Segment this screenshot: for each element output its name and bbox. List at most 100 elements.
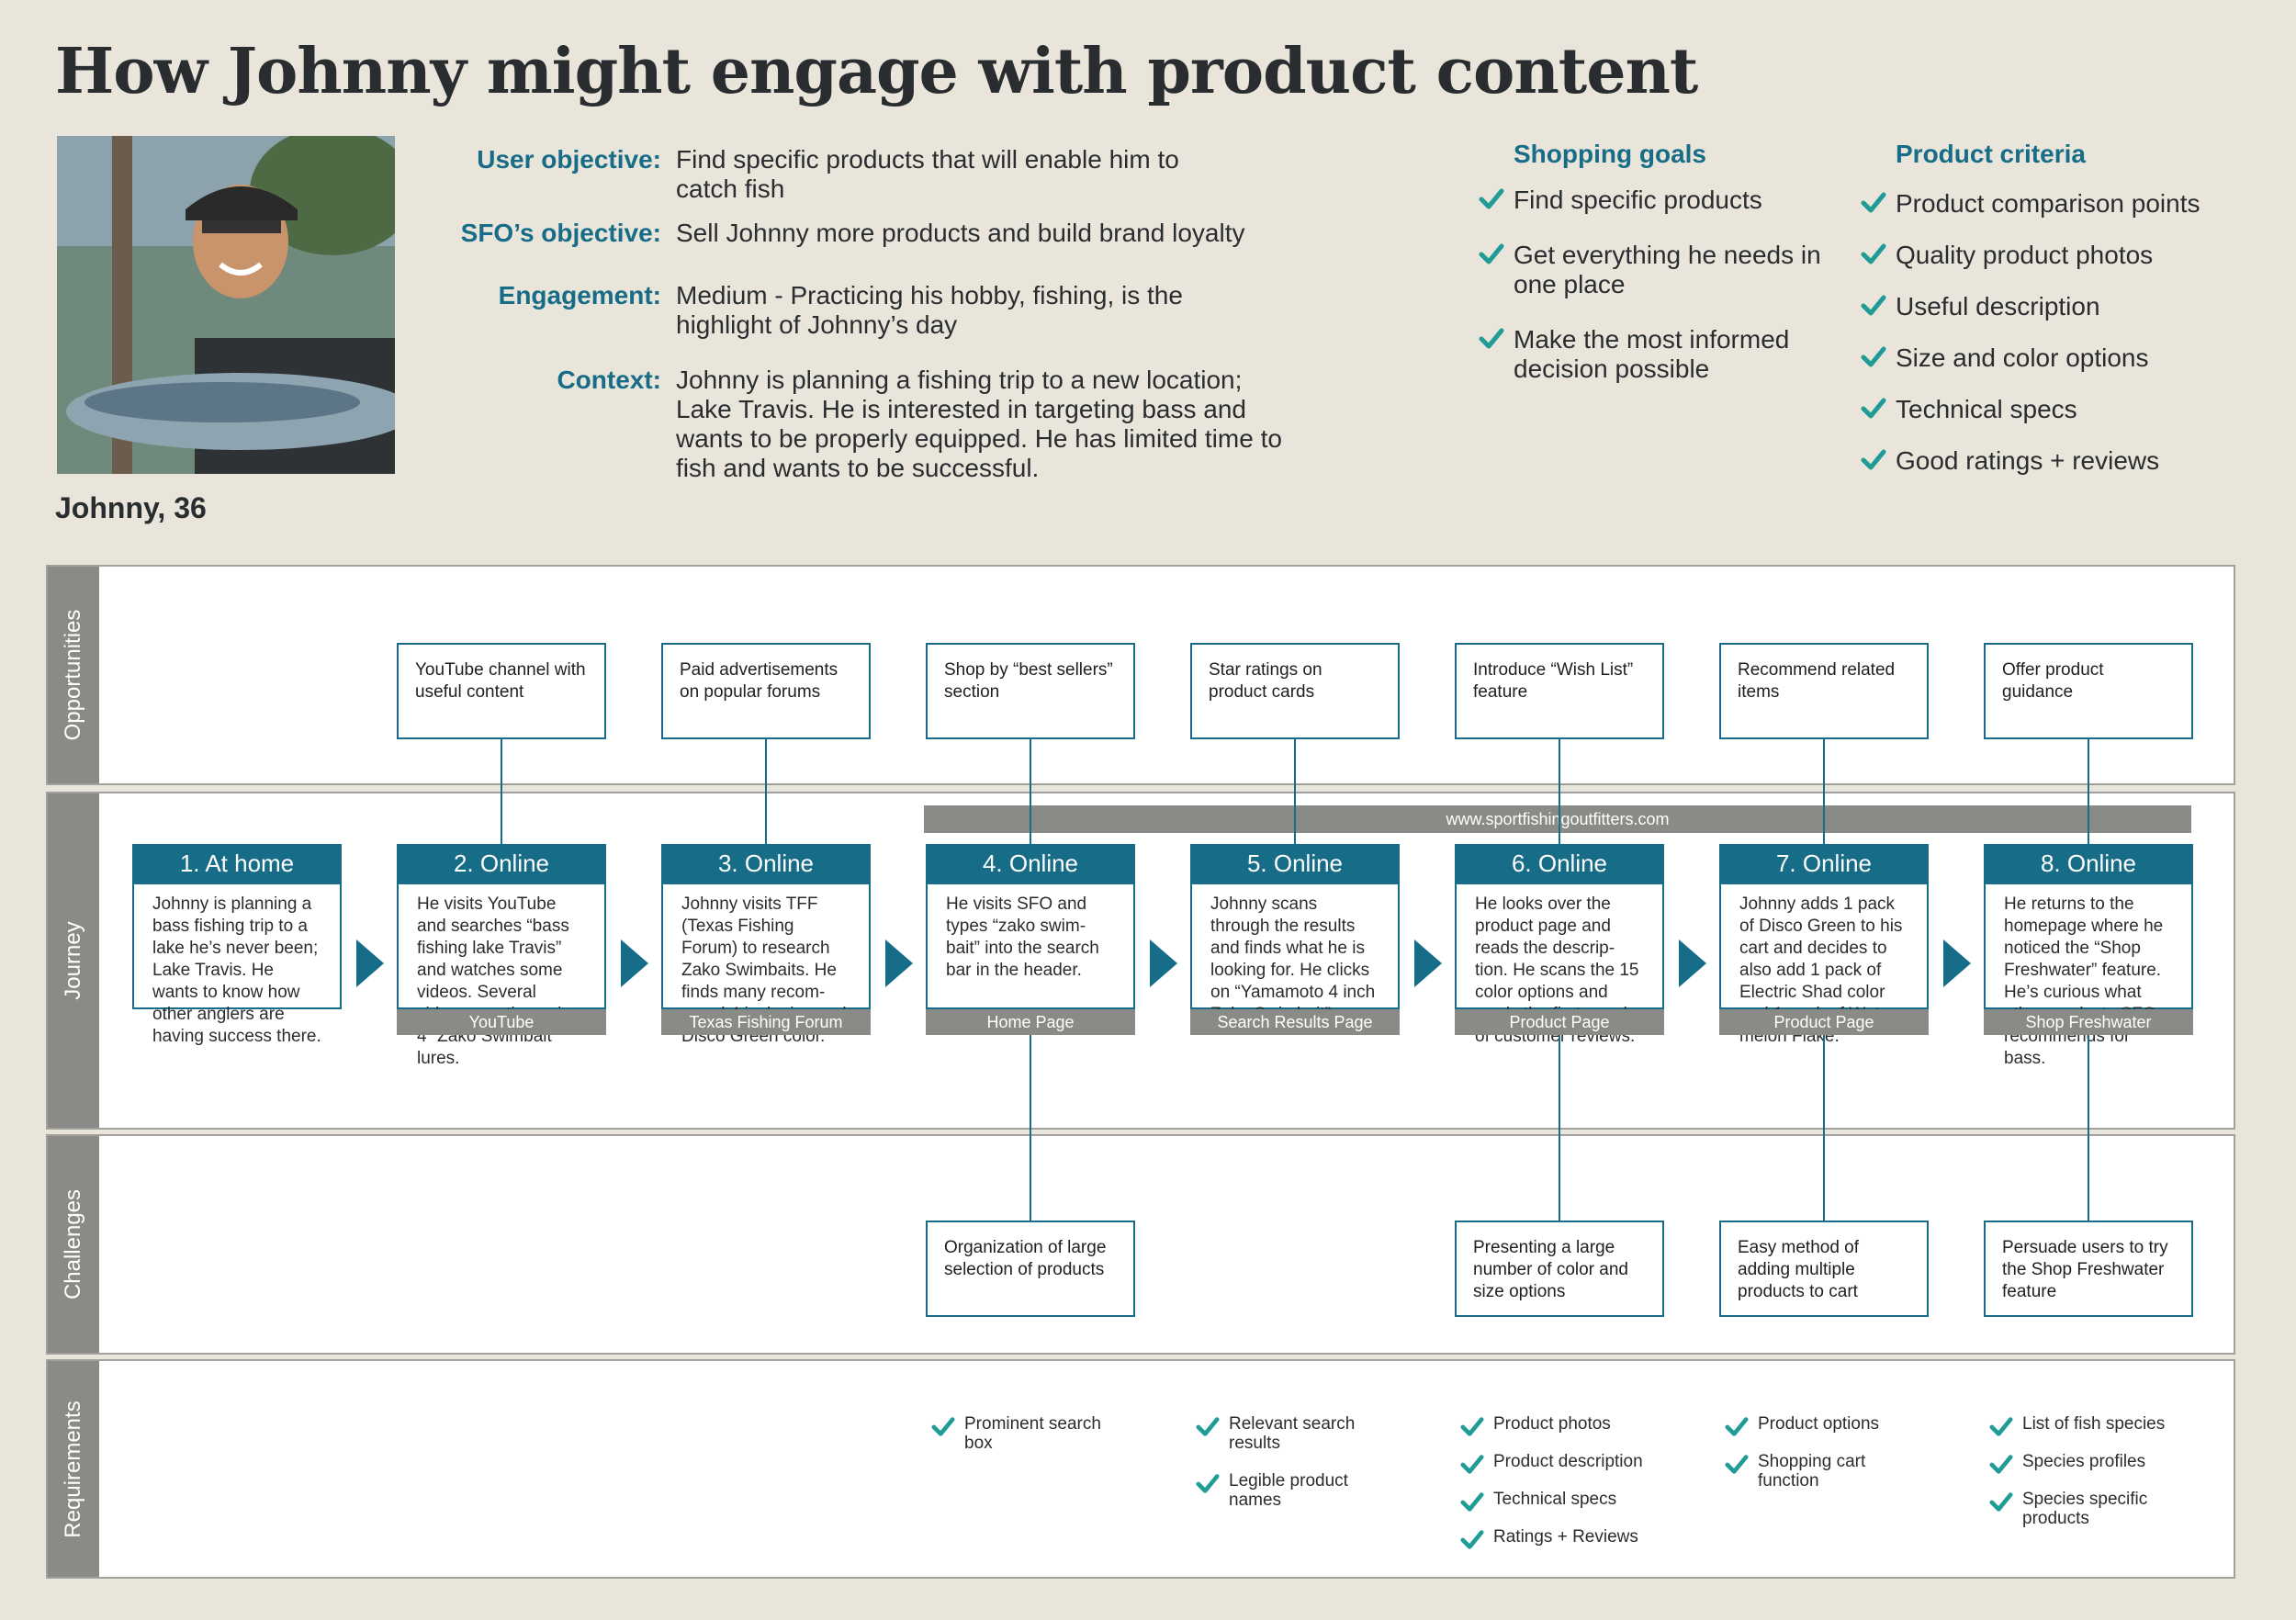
step-page-label: Product Page (1455, 1009, 1664, 1035)
requirement-text: Species profiles (2022, 1452, 2146, 1471)
step-title: 5. Online (1190, 844, 1400, 883)
requirement-item: Legible product names (1196, 1471, 1398, 1510)
objective-text: Medium - Practicing his hobby, fishing, … (676, 281, 1183, 339)
connector-line (1294, 737, 1296, 844)
goal-text: Find specific products (1514, 186, 1762, 214)
check-icon (1989, 1414, 2013, 1438)
step-title: 4. Online (926, 844, 1135, 883)
objective-row: SFO’s objective: Sell Johnny more produc… (404, 219, 1286, 248)
check-icon (1861, 241, 1886, 266)
page-title: How Johnny might engage with product con… (55, 35, 1698, 108)
requirement-item: Product options (1725, 1414, 1927, 1436)
objective-row: User objective: Find specific products t… (404, 145, 1286, 204)
goal-item: Find specific products (1477, 186, 1826, 215)
check-icon (1460, 1414, 1484, 1438)
requirement-item: Product photos (1460, 1414, 1662, 1436)
journey-map: Opportunities Journey Challenges Require… (46, 565, 2235, 1579)
opportunity-box: Star ratings on product cards (1190, 643, 1400, 739)
step-page-label: Home Page (926, 1009, 1135, 1035)
challenge-box: Easy method of adding multiple products … (1719, 1221, 1929, 1317)
step-page-label: Shop Freshwater (1984, 1009, 2193, 1035)
goal-item: Make the most informed decision possible (1477, 325, 1826, 384)
requirement-item: Ratings + Reviews (1460, 1527, 1662, 1549)
goal-item: Good ratings + reviews (1859, 446, 2245, 476)
opportunity-box: Recommend related items (1719, 643, 1929, 739)
requirement-text: List of fish species (2022, 1414, 2166, 1434)
step-description: He looks over the product page and reads… (1455, 883, 1664, 1046)
check-icon (1196, 1471, 1220, 1495)
chevron-right-icon (621, 939, 648, 987)
requirement-item: Relevant search results (1196, 1414, 1398, 1453)
goal-text: Make the most informed decision possible (1514, 325, 1790, 383)
connector-line (1823, 737, 1825, 844)
objective-label: Context: (557, 366, 661, 394)
chevron-right-icon (1679, 939, 1706, 987)
challenge-box: Presenting a large number of color and s… (1455, 1221, 1664, 1317)
band-label: Journey (48, 793, 99, 1128)
requirement-text: Technical specs (1493, 1490, 1617, 1509)
step-description: Johnny visits TFF (Texas Fishing Forum) … (661, 883, 871, 1046)
objective-label: User objective: (477, 145, 661, 174)
objective-text: Johnny is planning a fishing trip to a n… (676, 366, 1282, 482)
check-icon (1861, 395, 1886, 421)
band-label: Opportunities (48, 567, 99, 783)
persona-photo (57, 136, 395, 474)
check-icon (1460, 1452, 1484, 1476)
requirements-list: Prominent search box (931, 1414, 1133, 1471)
goal-item: Quality product photos (1859, 241, 2245, 270)
step-description: Johnny adds 1 pack of Disco Green to his… (1719, 883, 1929, 1046)
goal-text: Technical specs (1896, 395, 2077, 423)
connector-line (2088, 737, 2089, 844)
requirement-text: Legible product names (1229, 1471, 1348, 1510)
step-description: He visits YouTube and searches “bass fis… (397, 883, 606, 1068)
goal-text: Get everything he needs in one place (1514, 241, 1821, 298)
step-title: 8. Online (1984, 844, 2193, 883)
connector-line (1030, 737, 1031, 844)
step-title: 7. Online (1719, 844, 1929, 883)
requirement-text: Product photos (1493, 1414, 1611, 1434)
step-description: He visits SFO and types “zako swim-bait”… (926, 883, 1135, 1009)
opportunity-box: Paid advertisements on popular forums (661, 643, 871, 739)
objective-label: Engagement: (498, 281, 661, 309)
connector-line (2088, 1035, 2089, 1233)
goal-item: Get everything he needs in one place (1477, 241, 1826, 299)
goal-text: Useful description (1896, 292, 2100, 321)
goal-text: Size and color options (1896, 343, 2149, 372)
requirement-text: Relevant search results (1229, 1414, 1356, 1453)
connector-line (765, 737, 767, 844)
shopping-goals-heading: Shopping goals (1514, 140, 1706, 168)
check-icon (1725, 1452, 1749, 1476)
opportunity-box: YouTube channel with useful content (397, 643, 606, 739)
objective-label: SFO’s objective: (460, 219, 661, 247)
step-page-label: Product Page (1719, 1009, 1929, 1035)
objective-row: Engagement: Medium - Practicing his hobb… (404, 281, 1286, 340)
connector-line (1823, 1035, 1825, 1233)
step-title: 6. Online (1455, 844, 1664, 883)
step-page-label: Search Results Page (1190, 1009, 1400, 1035)
goal-item: Product comparison points (1859, 189, 2245, 219)
check-icon (1861, 446, 1886, 472)
connector-line (1559, 1035, 1560, 1233)
band-label: Requirements (48, 1361, 99, 1577)
check-icon (1479, 241, 1504, 266)
requirement-item: Species specific products (1989, 1490, 2191, 1528)
check-icon (1725, 1414, 1749, 1438)
band-label: Challenges (48, 1136, 99, 1353)
chevron-right-icon (1414, 939, 1442, 987)
check-icon (1460, 1490, 1484, 1513)
product-criteria-heading: Product criteria (1896, 140, 2086, 168)
connector-line (501, 737, 502, 844)
requirement-item: Product description (1460, 1452, 1662, 1474)
chevron-right-icon (1943, 939, 1971, 987)
requirement-item: Shopping cart function (1725, 1452, 1927, 1491)
step-description: He returns to the homepage where he noti… (1984, 883, 2193, 1068)
goal-text: Product comparison points (1896, 189, 2200, 218)
connector-line (1559, 737, 1560, 844)
connector-line (1030, 1035, 1031, 1233)
persona-name: Johnny, 36 (55, 491, 207, 524)
check-icon (1989, 1490, 2013, 1513)
check-icon (1861, 189, 1886, 215)
